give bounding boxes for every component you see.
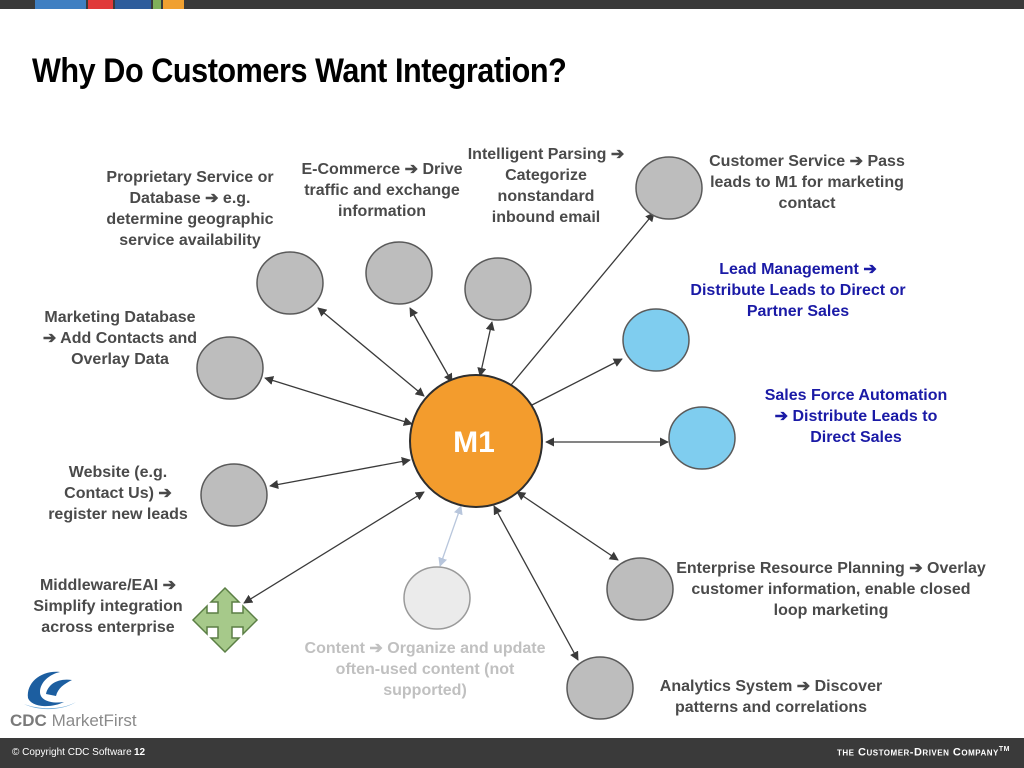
label-ecommerce: E-Commerce ➔ Drive traffic and exchange … [301,161,463,220]
connector-parsing [477,321,495,377]
accent-swatch-red [88,0,113,9]
label-proprietary: Proprietary Service or Database ➔ e.g. d… [106,169,274,249]
label-sfa: Sales Force Automation ➔ Distribute Lead… [764,387,948,446]
logo-product: MarketFirst [51,711,137,730]
node-website [200,463,268,527]
footer-tagline: the Customer-Driven CompanyTM [837,746,1010,759]
label-analytics: Analytics System ➔ Discover patterns and… [659,678,883,716]
connector-content [438,505,463,567]
connector-customer-service [510,212,655,386]
connector-erp [516,491,619,561]
node-lead-management [622,308,690,372]
label-middleware: Middleware/EAI ➔ Simplify integration ac… [33,577,183,636]
node-customer-service [635,156,703,220]
footer-copyright: © Copyright CDC Software [12,747,132,758]
connector-ecommerce [409,307,453,383]
label-marketing-db: Marketing Database ➔ Add Contacts and Ov… [42,309,198,368]
logo-brand: CDC [10,711,47,730]
node-marketing-db [196,336,264,400]
connector-lead-management [531,358,623,406]
label-lead-management: Lead Management ➔ Distribute Leads to Di… [690,261,906,320]
top-accent-bar [0,0,1024,9]
hub-label: M1 [453,426,495,459]
node-sfa [668,406,736,470]
trademark-mark: TM [998,746,1010,753]
label-website: Website (e.g. Contact Us) ➔ register new… [48,464,188,523]
cdc-swirl-logo-icon [24,671,76,710]
node-proprietary [256,251,324,315]
hub-m1 [409,374,543,508]
connector-website [269,457,411,489]
node-ecommerce [365,241,433,305]
page-number: 12 [134,747,146,758]
slide-title: Why Do Customers Want Integration? [32,52,567,90]
accent-swatch-orange [163,0,184,9]
connector-analytics [493,505,579,661]
accent-swatch-blue [35,0,86,9]
cdc-marketfirst-logo: CDC MarketFirst [10,711,137,731]
label-customer-service: Customer Service ➔ Pass leads to M1 for … [709,153,905,212]
label-parsing: Intelligent Parsing ➔ Categorize nonstan… [467,146,625,226]
accent-swatch-navy [115,0,151,9]
connector-proprietary [317,307,425,397]
label-erp: Enterprise Resource Planning ➔ Overlay c… [676,560,986,619]
label-content: Content ➔ Organize and update often-used… [304,640,546,699]
tagline-text: the Customer-Driven Company [836,746,999,759]
connector-marketing-db [264,376,413,426]
connector-middleware [243,491,425,604]
middleware-cross-arrow-icon [191,586,259,654]
node-erp [606,557,674,621]
node-content [403,566,471,630]
node-analytics [566,656,634,720]
accent-swatch-green [153,0,161,9]
footer-bar: © Copyright CDC Software 12 the Customer… [0,738,1024,768]
node-parsing [464,257,532,321]
